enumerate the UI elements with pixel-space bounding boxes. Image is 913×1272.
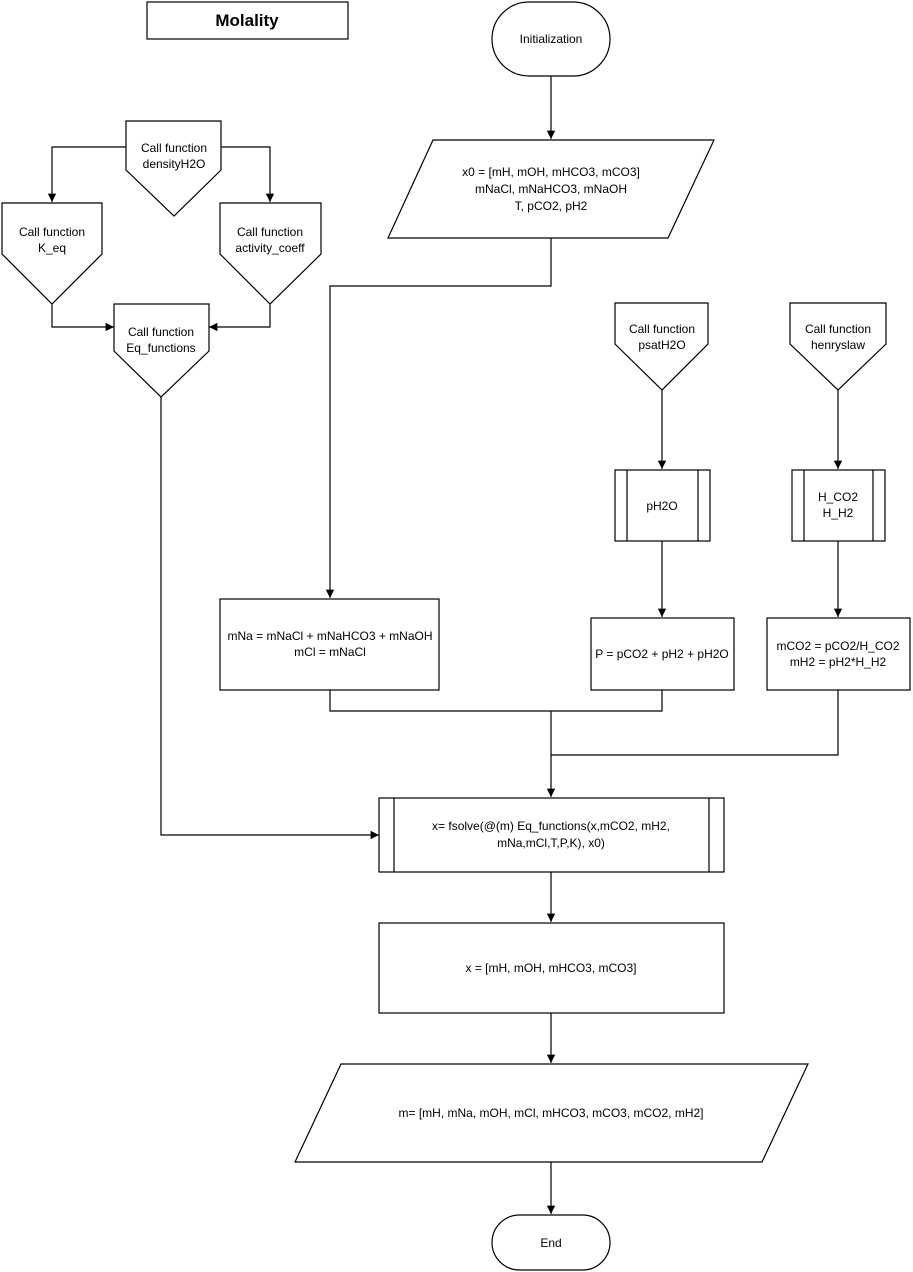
svg-text:Call function: Call function [237, 225, 303, 239]
arrow-density-to-activity [221, 146, 275, 202]
line-mNa-merge [329, 690, 663, 712]
arrow-activity-to-eqfunctions [209, 304, 271, 332]
fsolve-process [378, 797, 725, 873]
call-K_eq-node [1, 202, 103, 305]
input-x0-label: x0 = [mH, mOH, mHCO3, mCO3] mNaCl, mNaHC… [462, 165, 640, 213]
initialization-label: Initialization [520, 32, 583, 46]
call-densityH2O-label: Call function densityH2O [141, 141, 207, 171]
svg-text:Call function: Call function [128, 325, 194, 339]
call-activity_coeff-label: Call function activity_coeff [235, 225, 305, 255]
svg-text:mCl = mNaCl: mCl = mNaCl [294, 645, 366, 659]
call-henryslaw-node [789, 302, 887, 391]
svg-text:P = pCO2 + pH2 + pH2O: P = pCO2 + pH2 + pH2O [595, 647, 729, 661]
svg-text:densityH2O: densityH2O [143, 157, 206, 171]
process-pH2O [614, 469, 711, 542]
calc-mCO2-box [766, 617, 911, 691]
svg-text:mNa,mCl,T,P,K), x0): mNa,mCl,T,P,K), x0) [497, 836, 605, 850]
process-pH2O-label: pH2O [646, 499, 677, 513]
call-psatH2O-label: Call function psatH2O [629, 322, 695, 352]
initialization-terminator [491, 1, 611, 77]
svg-text:x0 = [mH, mOH, mHCO3, mCO3]: x0 = [mH, mOH, mHCO3, mCO3] [462, 165, 640, 179]
svg-text:mCO2 = pCO2/H_CO2: mCO2 = pCO2/H_CO2 [776, 639, 899, 653]
output-m-parallelogram [294, 1063, 809, 1163]
calc-P-box [590, 617, 735, 691]
arrow-eqfunctions-to-fsolve [160, 397, 379, 840]
output-m-label: m= [mH, mNa, mOH, mCl, mHCO3, mCO3, mCO2… [398, 1106, 703, 1120]
line-mCO2-merge [551, 690, 839, 756]
svg-text:psatH2O: psatH2O [638, 338, 685, 352]
fsolve-label: x= fsolve(@(m) Eq_functions(x,mCO2, mH2,… [432, 819, 670, 850]
process-henry-constants-label: H_CO2 H_H2 [818, 490, 858, 520]
arrow-input-to-mNa [325, 238, 552, 598]
svg-text:Initialization: Initialization [520, 32, 583, 46]
svg-text:H_H2: H_H2 [823, 506, 854, 520]
svg-text:Call function: Call function [141, 141, 207, 155]
call-Eq_functions-label: Call function Eq_functions [126, 325, 195, 355]
svg-text:activity_coeff: activity_coeff [235, 241, 305, 255]
svg-text:pH2O: pH2O [646, 499, 677, 513]
call-K_eq-label: Call function K_eq [19, 225, 85, 255]
process-henry-constants [791, 469, 886, 542]
calc-mNa-label: mNa = mNaCl + mNaHCO3 + mNaOH mCl = mNaC… [227, 629, 432, 659]
call-densityH2O-node [125, 120, 222, 217]
calc-mNa-box [219, 598, 440, 691]
connectors [47, 76, 843, 1214]
svg-text:mH2 = pH2*H_H2: mH2 = pH2*H_H2 [790, 655, 887, 669]
svg-text:m= [mH, mNa, mOH, mCl, mHCO3,: m= [mH, mNa, mOH, mCl, mHCO3, mCO3, mCO2… [398, 1106, 703, 1120]
call-Eq_functions-node [113, 303, 210, 398]
svg-text:henryslaw: henryslaw [811, 338, 865, 352]
arrow-Keq-to-eqfunctions [51, 304, 114, 332]
svg-text:Call function: Call function [805, 322, 871, 336]
input-x0-parallelogram [387, 139, 715, 239]
title: Molality [215, 11, 279, 30]
svg-text:End: End [540, 1236, 561, 1250]
svg-text:x= fsolve(@(m) Eq_functions(x,: x= fsolve(@(m) Eq_functions(x,mCO2, mH2, [432, 819, 670, 833]
end-terminator [491, 1214, 611, 1271]
svg-text:Call function: Call function [19, 225, 85, 239]
svg-text:x = [mH, mOH, mHCO3, mCO3]: x = [mH, mOH, mHCO3, mCO3] [465, 961, 636, 975]
svg-text:Call function: Call function [629, 322, 695, 336]
svg-text:mNa = mNaCl + mNaHCO3 + mNaOH: mNa = mNaCl + mNaHCO3 + mNaOH [227, 629, 432, 643]
svg-text:Eq_functions: Eq_functions [126, 341, 195, 355]
svg-text:K_eq: K_eq [38, 241, 66, 255]
call-activity_coeff-node [219, 202, 322, 305]
svg-text:mNaCl, mNaHCO3, mNaOH: mNaCl, mNaHCO3, mNaOH [475, 182, 627, 196]
title-box [146, 1, 349, 40]
end-label: End [540, 1236, 561, 1250]
svg-text:H_CO2: H_CO2 [818, 490, 858, 504]
x-result-label: x = [mH, mOH, mHCO3, mCO3] [465, 961, 636, 975]
call-henryslaw-label: Call function henryslaw [805, 322, 871, 352]
calc-P-label: P = pCO2 + pH2 + pH2O [595, 647, 729, 661]
arrow-density-to-Keq [47, 146, 126, 202]
svg-text:T, pCO2, pH2: T, pCO2, pH2 [515, 199, 588, 213]
call-psatH2O-node [614, 302, 709, 391]
calc-mCO2-label: mCO2 = pCO2/H_CO2 mH2 = pH2*H_H2 [776, 639, 899, 669]
x-result-box [378, 922, 725, 1014]
